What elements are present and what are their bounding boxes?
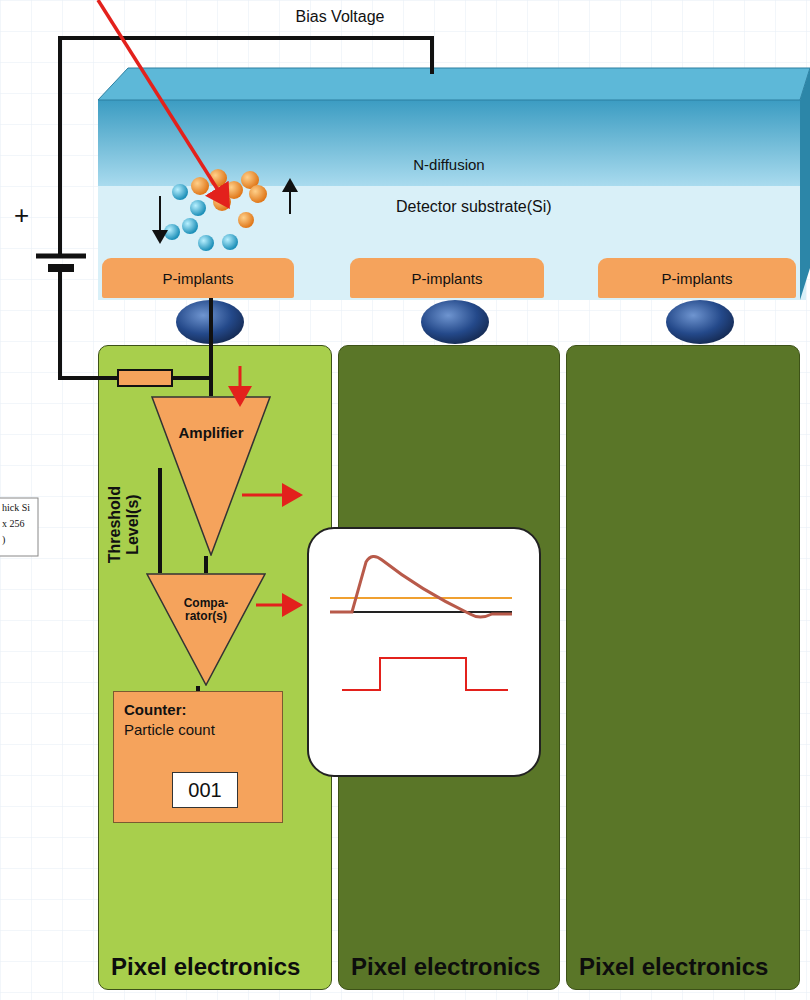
node-text: Amplifier (178, 424, 243, 441)
threshold-line (158, 468, 162, 573)
electron-drift-arrow (159, 196, 161, 242)
bias-voltage-label: Bias Voltage (296, 8, 385, 26)
baseline (330, 611, 512, 613)
signal-arrow (239, 366, 242, 404)
p-implant: P-implants (598, 258, 796, 298)
n-diffusion-layer: N-diffusion (98, 100, 800, 186)
signal-wire (209, 298, 213, 396)
node-text: Pixel electronics (111, 953, 321, 981)
caption-fragment: x 256 (2, 518, 25, 529)
bias-wire (60, 38, 432, 254)
detector-substrate: Detector substrate(Si) N-diffusionP-impla… (98, 100, 806, 300)
caption-fragment: ) (2, 534, 5, 545)
node-text: N-diffusion (413, 156, 484, 173)
triangle-outline (151, 396, 271, 556)
caption-fragment: hick Si (2, 502, 30, 513)
node-text: Counter: (124, 700, 272, 720)
threshold-label: Threshold Level(s) (106, 475, 141, 575)
signal-wire (204, 556, 208, 573)
node-text: Compa-rator(s) (175, 597, 237, 623)
node-text: Detector substrate(Si) (396, 198, 806, 216)
ground-wire (60, 270, 210, 378)
amplifier-pulse (330, 556, 512, 617)
resistor-symbol (118, 370, 172, 386)
triangle-shape (147, 574, 265, 685)
counter-display: 001 (172, 772, 238, 808)
caption-fragment-box (0, 498, 38, 556)
p-implant: P-implants (350, 258, 544, 298)
node-text: P-implants (662, 270, 733, 287)
waveform-inset (308, 528, 540, 776)
polarity-sign: + (14, 200, 29, 231)
pixel-electronics: Pixel electronics AmplifierCompa-rator(s)… (98, 345, 332, 990)
triangle-shape (152, 397, 270, 555)
bump-bond (421, 300, 489, 344)
threshold-level (330, 597, 512, 599)
comparator-output (342, 658, 508, 690)
bump-bond (176, 300, 244, 344)
charge-carriers (164, 169, 267, 251)
node-text: Particle count (124, 720, 272, 740)
node-text: Pixel electronics (351, 953, 549, 981)
sensor-top-face (98, 68, 810, 100)
signal-arrow (256, 604, 300, 607)
triangle-outline (146, 573, 266, 686)
battery-plate (48, 264, 74, 272)
amplifier-triangle: Amplifier (151, 396, 271, 556)
sensor-side-face (800, 68, 810, 300)
incident-particle-arrow (98, 0, 228, 206)
counter-box: Counter:Particle count 001 (113, 691, 283, 823)
hole-drift-arrow (289, 180, 291, 214)
pixel-electronics: Pixel electronics (566, 345, 800, 990)
p-implant: P-implants (102, 258, 294, 298)
bump-bond (666, 300, 734, 344)
signal-arrow (242, 494, 300, 497)
node-text: P-implants (163, 270, 234, 287)
pixel-electronics: Pixel electronics (338, 345, 560, 990)
node-text: P-implants (412, 270, 483, 287)
battery-plate (36, 254, 86, 259)
signal-wire (196, 686, 200, 691)
node-text: 001 (188, 779, 221, 802)
comparator-triangle: Compa-rator(s) (146, 573, 266, 686)
node-text: Pixel electronics (579, 953, 789, 981)
